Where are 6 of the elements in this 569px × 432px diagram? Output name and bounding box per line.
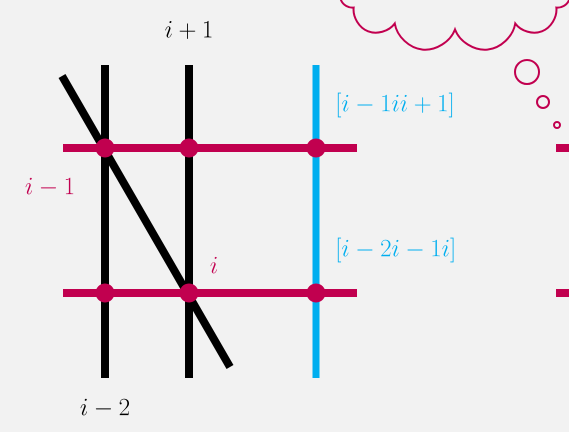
point-label: $i$	[210, 256, 217, 274]
row-label: $i-1$	[26, 178, 74, 194]
index-set-label: $[i-1ii+1]$	[338, 92, 452, 118]
column-label: $i-2$	[80, 398, 130, 416]
index-set-label: $[i-2i-1i]$	[338, 238, 454, 262]
column-label: $i+1$	[165, 20, 212, 39]
